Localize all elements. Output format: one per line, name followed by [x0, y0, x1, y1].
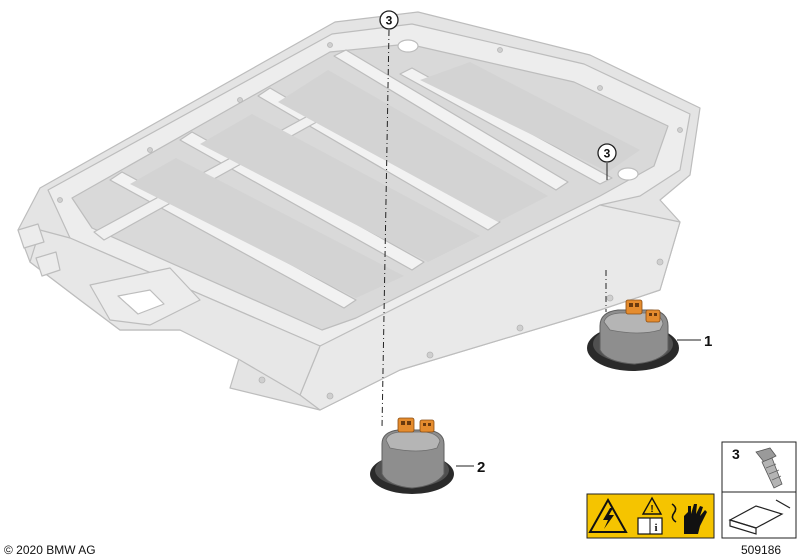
legend-box — [721, 441, 797, 539]
callout-3-top: 3 — [379, 10, 399, 30]
installation-surface-icon — [728, 499, 791, 535]
warning-panel: ! i — [586, 493, 715, 539]
bolt-icon — [755, 447, 783, 489]
electrical-glove-icon — [671, 503, 707, 534]
callout-3-top-label: 3 — [386, 14, 393, 28]
leader-lines — [381, 29, 701, 467]
high-voltage-warning-icon — [588, 497, 628, 533]
part-2-connector — [370, 417, 454, 494]
callout-3-right-label: 3 — [604, 147, 611, 161]
svg-text:i: i — [654, 522, 657, 534]
part-1-label: 1 — [704, 333, 712, 350]
copyright-text: © 2020 BMW AG — [4, 543, 96, 557]
drawing-number: 509186 — [741, 543, 781, 557]
callout-3-right: 3 — [597, 143, 617, 163]
caution-read-manual-icon: ! i — [637, 496, 663, 535]
legend-part-number: 3 — [732, 446, 740, 462]
svg-text:!: ! — [650, 504, 653, 515]
part-2-label: 2 — [477, 459, 485, 476]
part-1-connector — [587, 299, 679, 371]
battery-housing-tray — [17, 11, 701, 411]
